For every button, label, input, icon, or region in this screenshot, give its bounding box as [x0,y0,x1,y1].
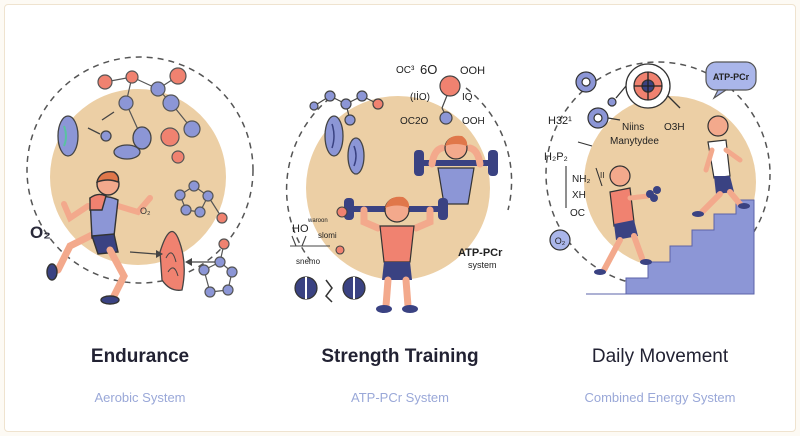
label-oc: OC [570,208,585,219]
panel-title: Strength Training [321,346,479,367]
oxygen-bubble [549,229,571,251]
molecule-mid [174,180,228,224]
mitochondria [57,111,152,160]
split-atoms [294,276,366,303]
label-roman-ii: II [600,171,604,180]
panel-subtitle: ATP-PCr System [351,390,449,405]
badge-label: ATP-PCr [713,72,750,82]
formula-ooh-2: OOH [462,116,485,127]
staircase [586,199,755,295]
label-xh: XH [572,190,586,201]
panel-daily-movement: ATP-PCr H32¹ Niins Manytydee O3H H₂P₂ NH… [530,0,790,436]
walker-figure-bottom [594,165,661,275]
formula-iq: IQ [462,92,473,103]
panel-title: Endurance [90,346,190,367]
oxygen-label: O₂ [30,223,51,242]
atp-pcr-badge [705,61,757,100]
equation-ho: HO [292,223,309,235]
label-o3h: O3H [664,122,685,133]
molecule-bottom [198,238,238,298]
panel-subtitle: Aerobic System [94,390,186,405]
panel-strength-training: OC³ 6O OOH (IİO) IQ OC2O OOH [270,0,530,436]
atp-pcr-label: ATP-PCr [458,247,503,259]
dashed-orbit [545,61,771,287]
label-h2p2: H₂P₂ [544,151,568,163]
formula-ooh-1: OOH [460,65,485,77]
equation-slomi: slomi [318,231,337,240]
dashed-orbit [26,56,254,284]
small-atoms [575,71,621,129]
formula-o3: OC³ [396,65,415,76]
lifter-figure-front [344,196,448,313]
lifter-figure-back [414,135,498,205]
dashed-orbit-left [285,97,331,261]
label-manytydee: Manytydee [610,136,659,147]
panel-subtitle: Combined Energy System [584,390,736,405]
oxygen-small-label: O₂ [140,206,151,216]
daily-movement-illustration: ATP-PCr H32¹ Niins Manytydee O3H H₂P₂ NH… [544,61,771,295]
panel-endurance: O₂ O₂ Endurance Aerobic System [10,0,270,436]
dashed-orbit-right [465,87,513,211]
equation-snemo: snemo [296,257,321,266]
equation-waroon: waroon [307,218,328,224]
atp-pcr-system-label: system [468,260,497,270]
walker-figure-top [692,115,750,217]
structure-lines [565,141,603,208]
equation-marks [290,206,348,255]
background-circle [50,89,226,265]
molecule-chain-left [309,90,384,126]
target-molecule-icon [615,63,681,109]
mitochondria [324,115,365,175]
strength-illustration: OC³ 6O OOH (IİO) IQ OC2O OOH [285,62,513,313]
label-niins: Niins [622,122,644,133]
molecule-top [439,75,461,125]
formula-i10: (IİO) [410,90,430,103]
formula-60: 6O [420,62,437,77]
runner-figure [46,171,153,305]
endurance-illustration: O₂ O₂ [26,56,254,305]
label-nh2: NH₂ [572,174,590,185]
panel-title: Daily Movement [591,346,729,367]
label-h32: H32¹ [548,115,572,127]
formula-oc20: OC2O [400,116,429,127]
oxygen-label: O₂ [555,236,566,246]
muscle-icon [129,230,215,291]
